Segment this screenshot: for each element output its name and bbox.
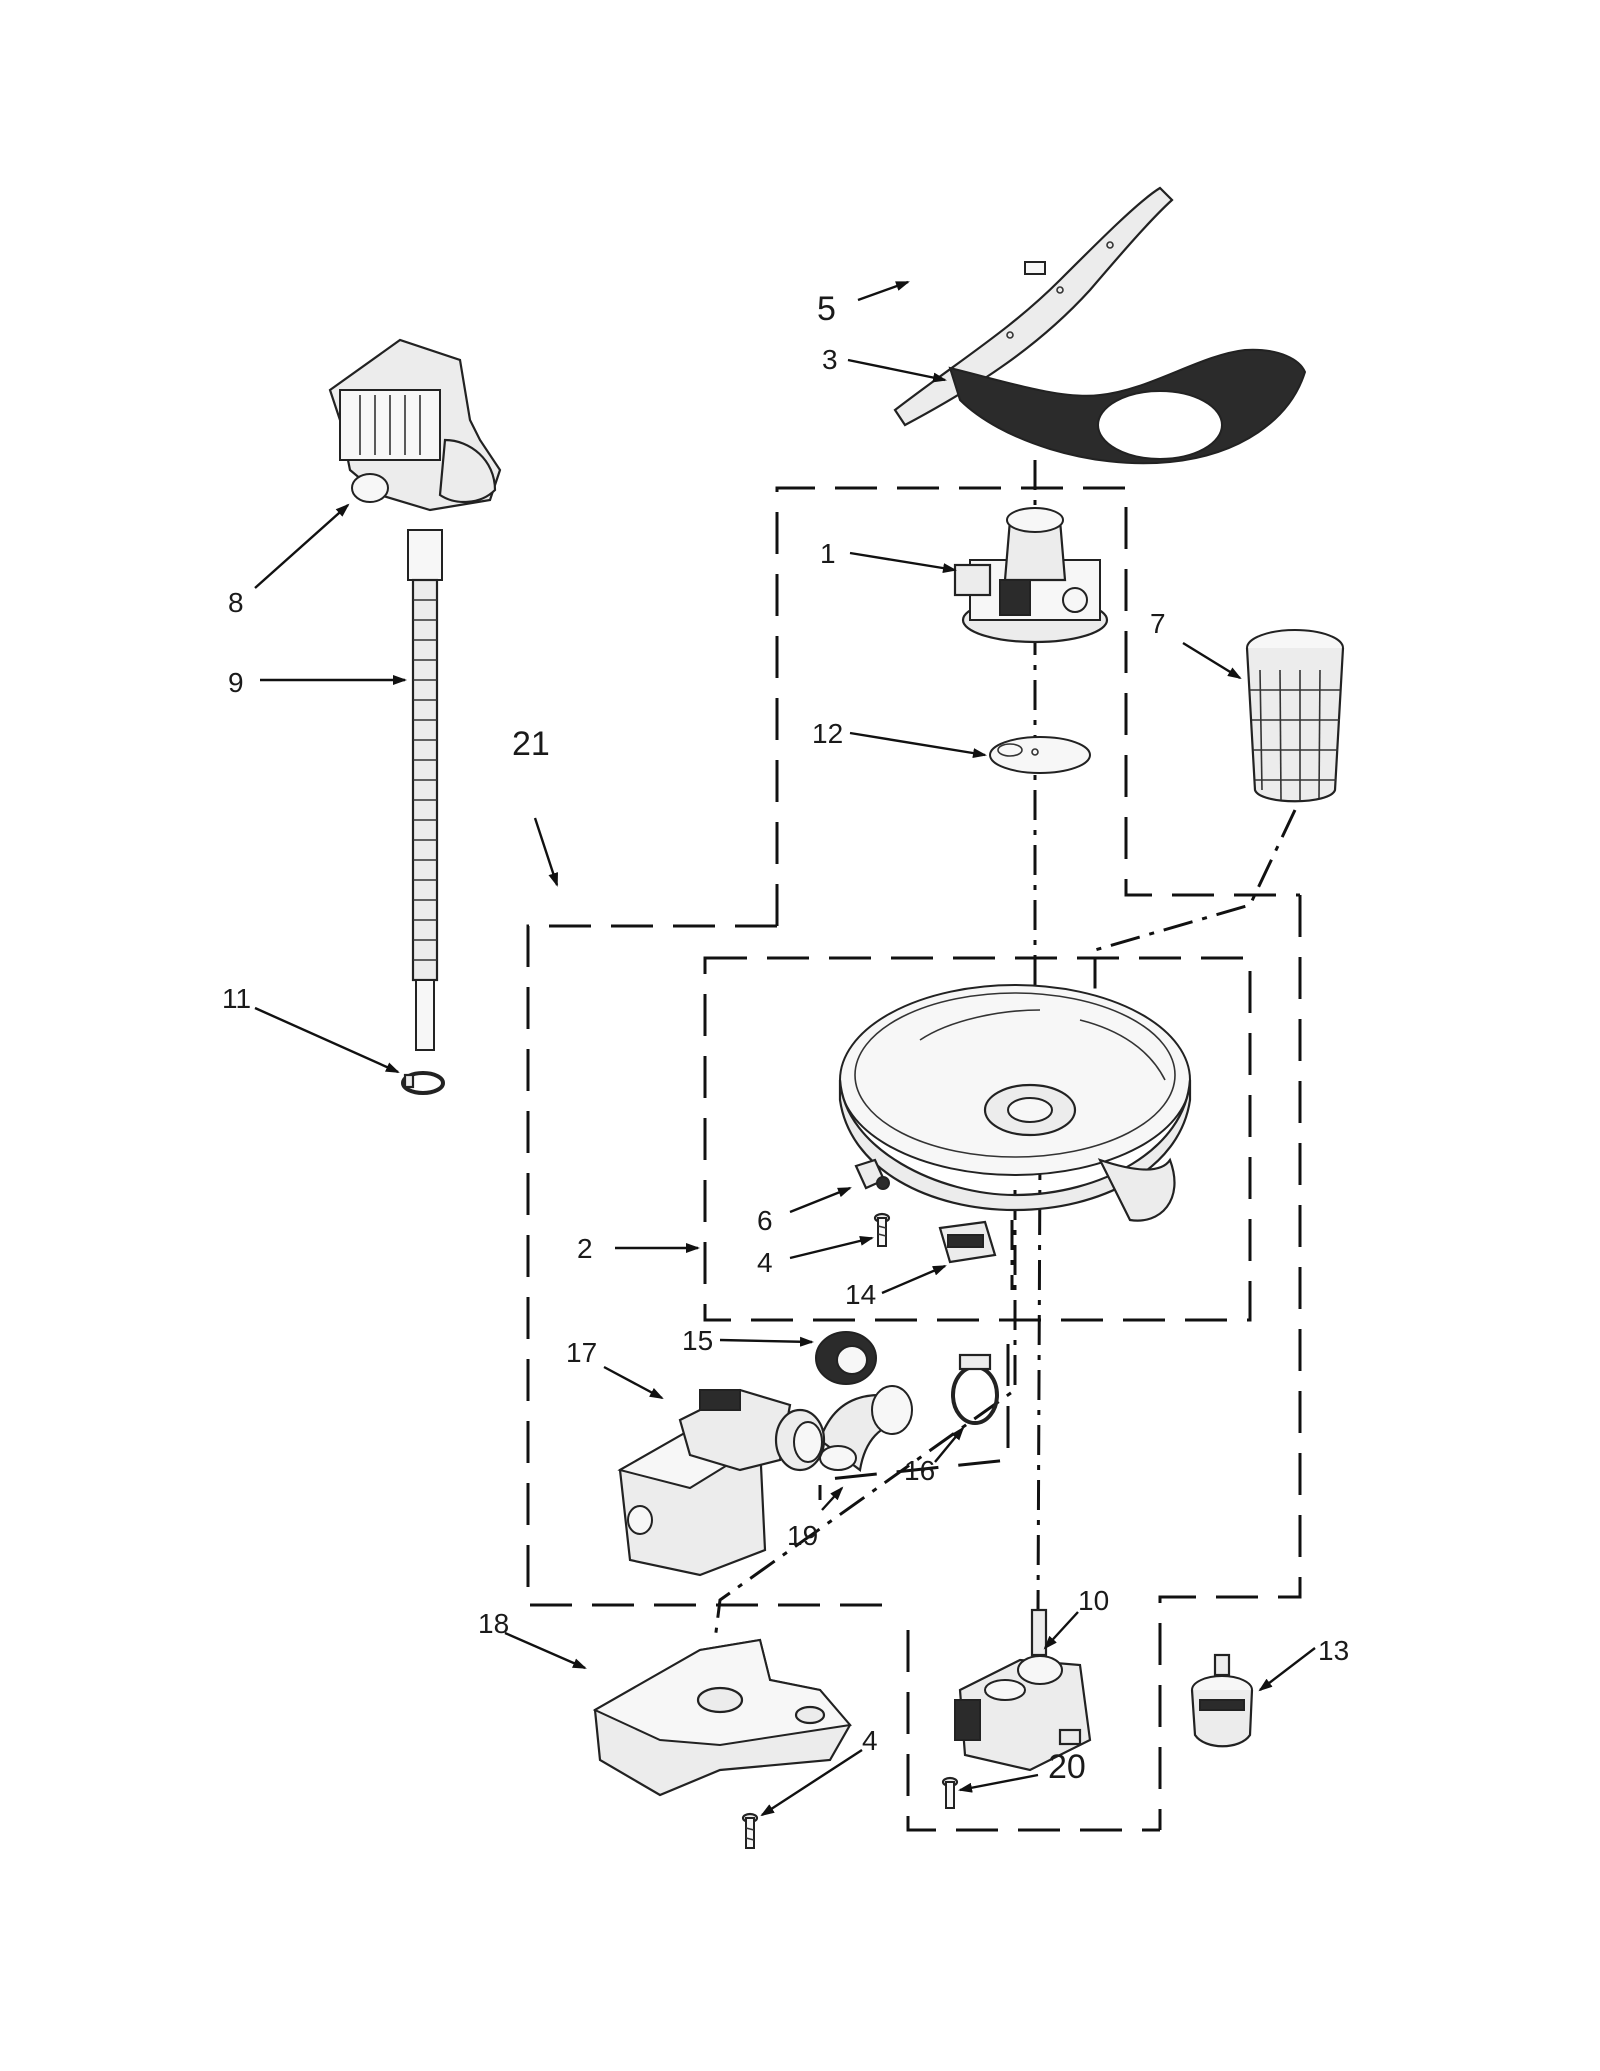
leader-6	[789, 1186, 852, 1214]
thermostat-icon	[1190, 1653, 1254, 1748]
callouts: 5 3 1 12 7 8 9 11 21 2 6 4 14 15 17 16 1…	[222, 290, 1349, 1786]
leader-14	[881, 1264, 947, 1295]
check-valve-disc-icon	[989, 736, 1091, 774]
callout-11: 11	[222, 983, 251, 1014]
callout-17: 17	[566, 1337, 597, 1368]
callout-4-lower: 4	[862, 1725, 878, 1756]
boundary-right-outer	[1158, 895, 1302, 1830]
leader-13	[1258, 1647, 1316, 1692]
mesh-filter-icon	[1245, 629, 1345, 803]
leader-4b	[760, 1748, 863, 1817]
diverter-motor-icon	[954, 1608, 1092, 1772]
callout-15: 15	[682, 1325, 713, 1356]
filter-cover-icon	[948, 348, 1307, 465]
boundary-group-20	[906, 1630, 1160, 1832]
leader-5	[857, 280, 910, 302]
callout-13: 13	[1318, 1635, 1349, 1666]
spray-arm-icon	[893, 186, 1174, 427]
screw-icon	[873, 1212, 891, 1247]
callout-19: 19	[787, 1520, 818, 1551]
callout-3: 3	[822, 344, 838, 375]
screw-icon	[741, 1812, 759, 1849]
callout-16: 16	[904, 1455, 935, 1486]
drain-hose-icon	[407, 529, 443, 1051]
callout-10: 10	[1078, 1585, 1109, 1616]
hose-clamp-icon	[401, 1071, 445, 1095]
screw-icon	[941, 1776, 959, 1809]
leader-4a	[789, 1235, 874, 1260]
callout-9: 9	[228, 667, 244, 698]
callout-21: 21	[512, 725, 550, 763]
leader-3	[847, 358, 947, 383]
callout-20: 20	[1048, 1748, 1086, 1786]
boundary-filter-housing	[775, 486, 1300, 926]
filter-housing-icon	[953, 507, 1109, 644]
sensor-module-icon	[938, 1220, 997, 1264]
boundary-group-2	[703, 956, 1252, 1322]
circulation-pump-icon	[617, 1388, 826, 1577]
leader-21	[533, 817, 559, 887]
leader-lines	[254, 280, 1316, 1817]
sump-base-icon	[838, 984, 1192, 1222]
seal-ring-icon	[815, 1331, 877, 1385]
sensor-clip-icon	[854, 1158, 890, 1190]
callout-4-upper: 4	[757, 1247, 773, 1278]
callout-8: 8	[228, 587, 244, 618]
leader-1	[849, 551, 957, 574]
boundary-group-19	[818, 1344, 1010, 1500]
axis-filter-to-sump	[1093, 809, 1297, 1010]
axis-sump-to-pump	[713, 1190, 1017, 1641]
leader-17	[603, 1365, 664, 1400]
leader-11	[254, 1006, 400, 1074]
boundary-group-21	[526, 924, 900, 1607]
callout-5: 5	[817, 290, 836, 328]
callout-6: 6	[757, 1205, 773, 1236]
callout-2: 2	[577, 1233, 593, 1264]
assembly-boundaries	[526, 486, 1302, 1832]
pump-cover-icon	[592, 1638, 852, 1797]
leader-7	[1182, 641, 1242, 680]
clamp-ring-icon	[951, 1353, 999, 1425]
axis-sump-to-diverter	[1036, 1149, 1042, 1611]
callout-7: 7	[1150, 608, 1166, 639]
leader-16	[934, 1426, 965, 1463]
leader-10	[1043, 1611, 1079, 1650]
callout-1: 1	[820, 538, 836, 569]
leader-12	[849, 731, 987, 759]
callout-14: 14	[845, 1279, 876, 1310]
callout-18: 18	[478, 1608, 509, 1639]
elbow-hose-icon	[818, 1385, 913, 1472]
callout-12: 12	[812, 718, 843, 749]
leader-19	[821, 1486, 844, 1511]
leader-20	[958, 1773, 1039, 1793]
leader-15	[719, 1336, 814, 1347]
leader-8	[254, 503, 350, 589]
leader-18	[504, 1631, 587, 1670]
drain-pump-icon	[328, 338, 502, 512]
